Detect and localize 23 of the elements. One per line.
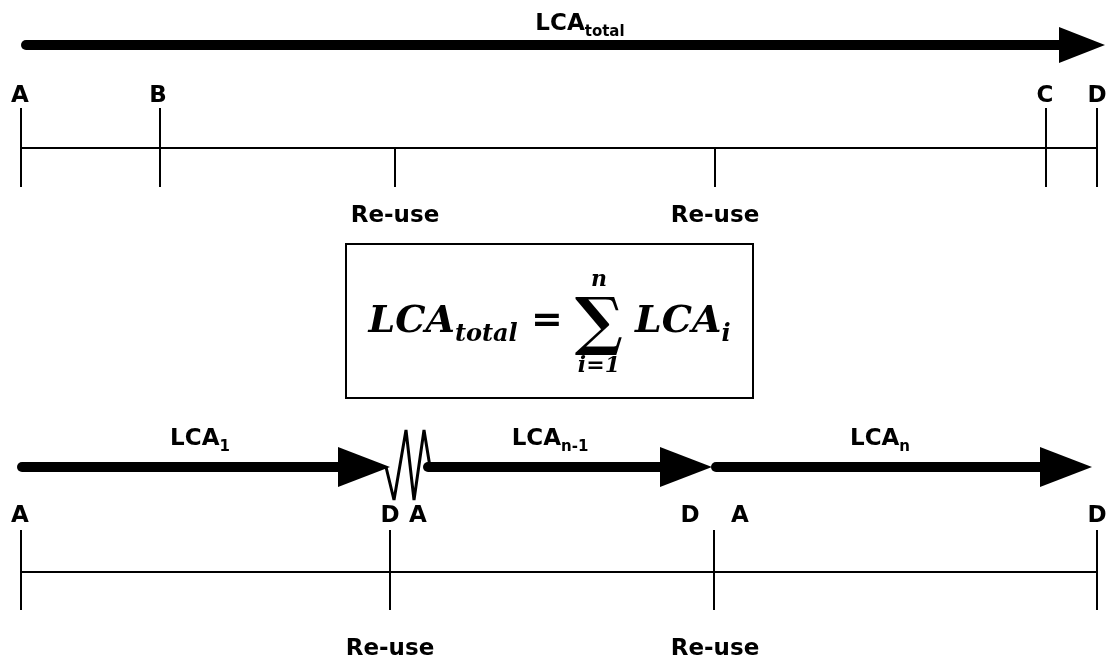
formula-text: LCA$_{i}$ — [635, 295, 731, 347]
timeline-label: LCA$_{n}$ — [850, 425, 910, 455]
point-letter: D — [1087, 502, 1107, 528]
reuse-label: Re-use — [670, 202, 760, 228]
point-letter: D — [680, 502, 700, 528]
timeline-label: LCA$_{n-1}$ — [511, 425, 589, 455]
point-letter: B — [149, 82, 167, 108]
point-letter: A — [731, 502, 749, 528]
timeline-label: LCA$_{1}$ — [170, 425, 230, 455]
point-letter: D — [380, 502, 400, 528]
formula-text: LCA$_{total}$ = — [368, 295, 563, 347]
point-letter: D — [1087, 82, 1107, 108]
point-letter: A — [409, 502, 427, 528]
reuse-label: Re-use — [350, 202, 440, 228]
point-letter: C — [1036, 82, 1054, 108]
reuse-label: Re-use — [670, 635, 760, 661]
timeline-label: LCA$_{total}$ — [535, 10, 625, 40]
formula-text: n — [590, 267, 607, 289]
formula-text: ∑ — [574, 289, 623, 353]
point-letter: A — [11, 82, 29, 108]
formula-box — [345, 243, 754, 399]
point-letter: A — [11, 502, 29, 528]
reuse-label: Re-use — [345, 635, 435, 661]
